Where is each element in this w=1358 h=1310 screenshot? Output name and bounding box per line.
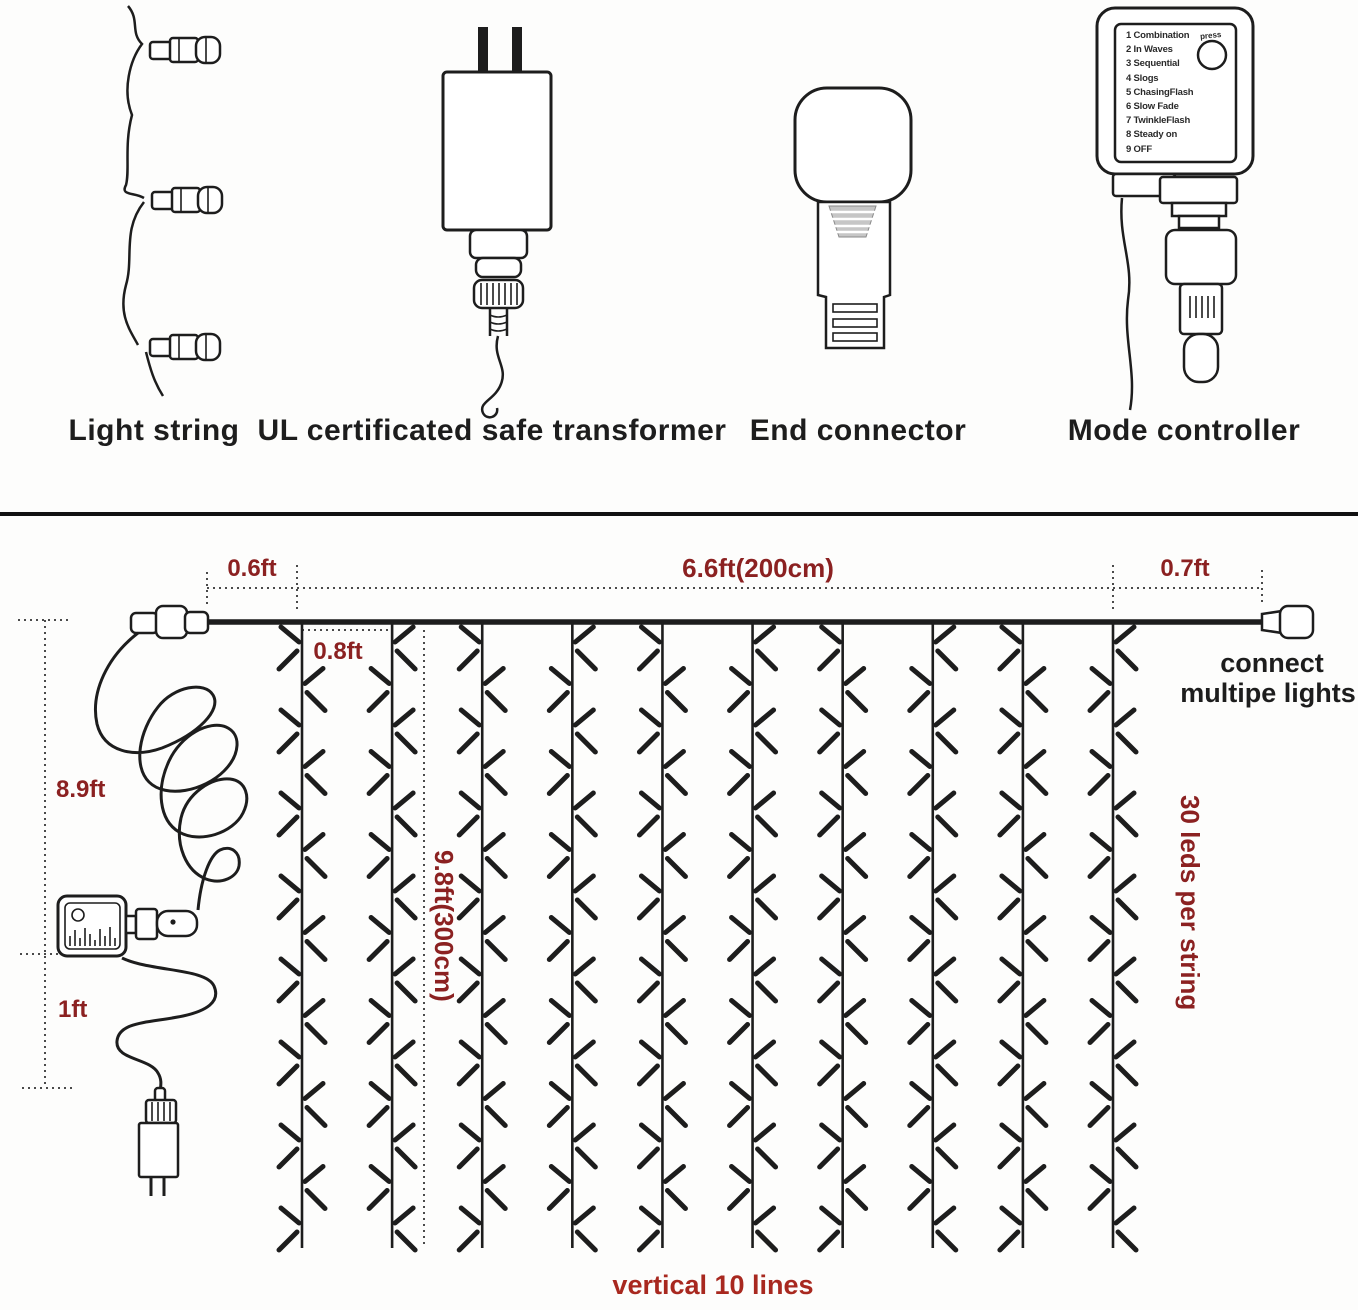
- mode-list-item: 8 Steady on: [1126, 129, 1178, 141]
- plug-cord: [115, 956, 218, 1095]
- caption-transformer: UL certificated safe transformer: [257, 414, 727, 447]
- transformer-icon: [441, 27, 553, 419]
- left-wire-connector: [129, 604, 210, 640]
- caption-light-string: Light string: [68, 414, 240, 447]
- caption-end-connector: End connector: [749, 414, 967, 447]
- dim-lead-right: 0.7ft: [1160, 555, 1210, 582]
- coiled-cord: [94, 631, 249, 911]
- caption-mode-controller: Mode controller: [1067, 414, 1301, 447]
- mode-list-item: 3 Sequential: [1126, 58, 1180, 70]
- dim-drop-length: 9.8ft(300cm): [429, 850, 459, 1002]
- mode-list-item: 5 ChasingFlash: [1126, 86, 1194, 98]
- end-connector-icon: [793, 86, 913, 350]
- curtain-lights-diagram: [18, 565, 1315, 1253]
- right-end-connector: [1260, 604, 1315, 640]
- note-connect-2: multipe lights: [1180, 678, 1356, 708]
- mode-list-item: 7 TwinkleFlash: [1126, 115, 1191, 127]
- dim-lead-left: 0.6ft: [227, 555, 277, 582]
- dim-drop-spacing: 0.8ft: [313, 638, 363, 665]
- mode-controller-icon: [1095, 6, 1255, 411]
- mode-list-item: 9 OFF: [1126, 143, 1152, 155]
- note-vertical-lines: vertical 10 lines: [612, 1270, 814, 1300]
- mode-list: 1 Combination 2 In Waves 3 Sequential 4 Slo…: [1126, 29, 1218, 157]
- power-plug: [137, 1086, 180, 1196]
- dim-cord-length: 8.9ft: [56, 776, 106, 803]
- light-string-icon: [122, 5, 224, 397]
- dim-plug-lead: 1ft: [58, 996, 88, 1023]
- mode-list-item: 2 In Waves: [1126, 44, 1173, 56]
- mode-list-item: 6 Slow Fade: [1126, 101, 1179, 113]
- dim-total-width: 6.6ft(200cm): [682, 553, 834, 583]
- mode-list-item: 4 Slogs: [1126, 72, 1159, 84]
- vertical-light-strings: [276, 622, 1139, 1253]
- dimension-lines: [18, 565, 1263, 1246]
- note-leds-per-string: 30 leds per string: [1175, 795, 1205, 1011]
- note-connect-1: connect: [1220, 648, 1324, 678]
- mode-list-item: 1 Combination: [1126, 30, 1190, 41]
- diagram-controller: [56, 894, 199, 958]
